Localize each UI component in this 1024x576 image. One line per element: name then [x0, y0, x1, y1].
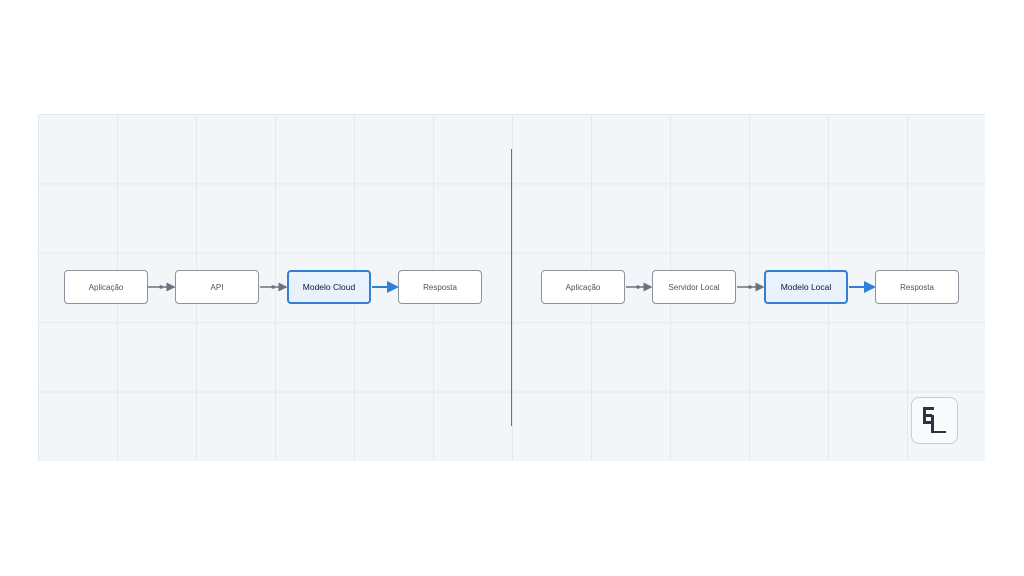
- node-aplicacao-local: Aplicação: [541, 270, 625, 304]
- node-label: Modelo Cloud: [302, 282, 356, 292]
- node-resposta-local: Resposta: [875, 270, 959, 304]
- el-logo-icon: [911, 397, 958, 444]
- arrow-aplicacao-to-api: [148, 282, 176, 292]
- node-api: API: [175, 270, 259, 304]
- node-label: Resposta: [900, 282, 934, 292]
- node-modelo-cloud: Modelo Cloud: [287, 270, 371, 304]
- node-modelo-local: Modelo Local: [764, 270, 848, 304]
- node-label: API: [210, 282, 224, 292]
- connectors-layer: [148, 281, 876, 293]
- arrow-api-to-modelo-cloud: [260, 282, 288, 292]
- node-servidor-local: Servidor Local: [652, 270, 736, 304]
- node-label: Aplicação: [88, 282, 124, 292]
- section-divider: [511, 149, 512, 426]
- diagram-canvas: Aplicação API Modelo Cloud Resposta Apli…: [38, 114, 985, 461]
- arrow-aplicacao-to-servidor-local: [626, 282, 653, 292]
- node-label: Modelo Local: [780, 282, 832, 292]
- arrow-servidor-local-to-modelo-local: [737, 282, 765, 292]
- node-label: Resposta: [423, 282, 457, 292]
- node-label: Aplicação: [565, 282, 601, 292]
- node-aplicacao-cloud: Aplicação: [64, 270, 148, 304]
- node-label: Servidor Local: [668, 282, 720, 292]
- node-resposta-cloud: Resposta: [398, 270, 482, 304]
